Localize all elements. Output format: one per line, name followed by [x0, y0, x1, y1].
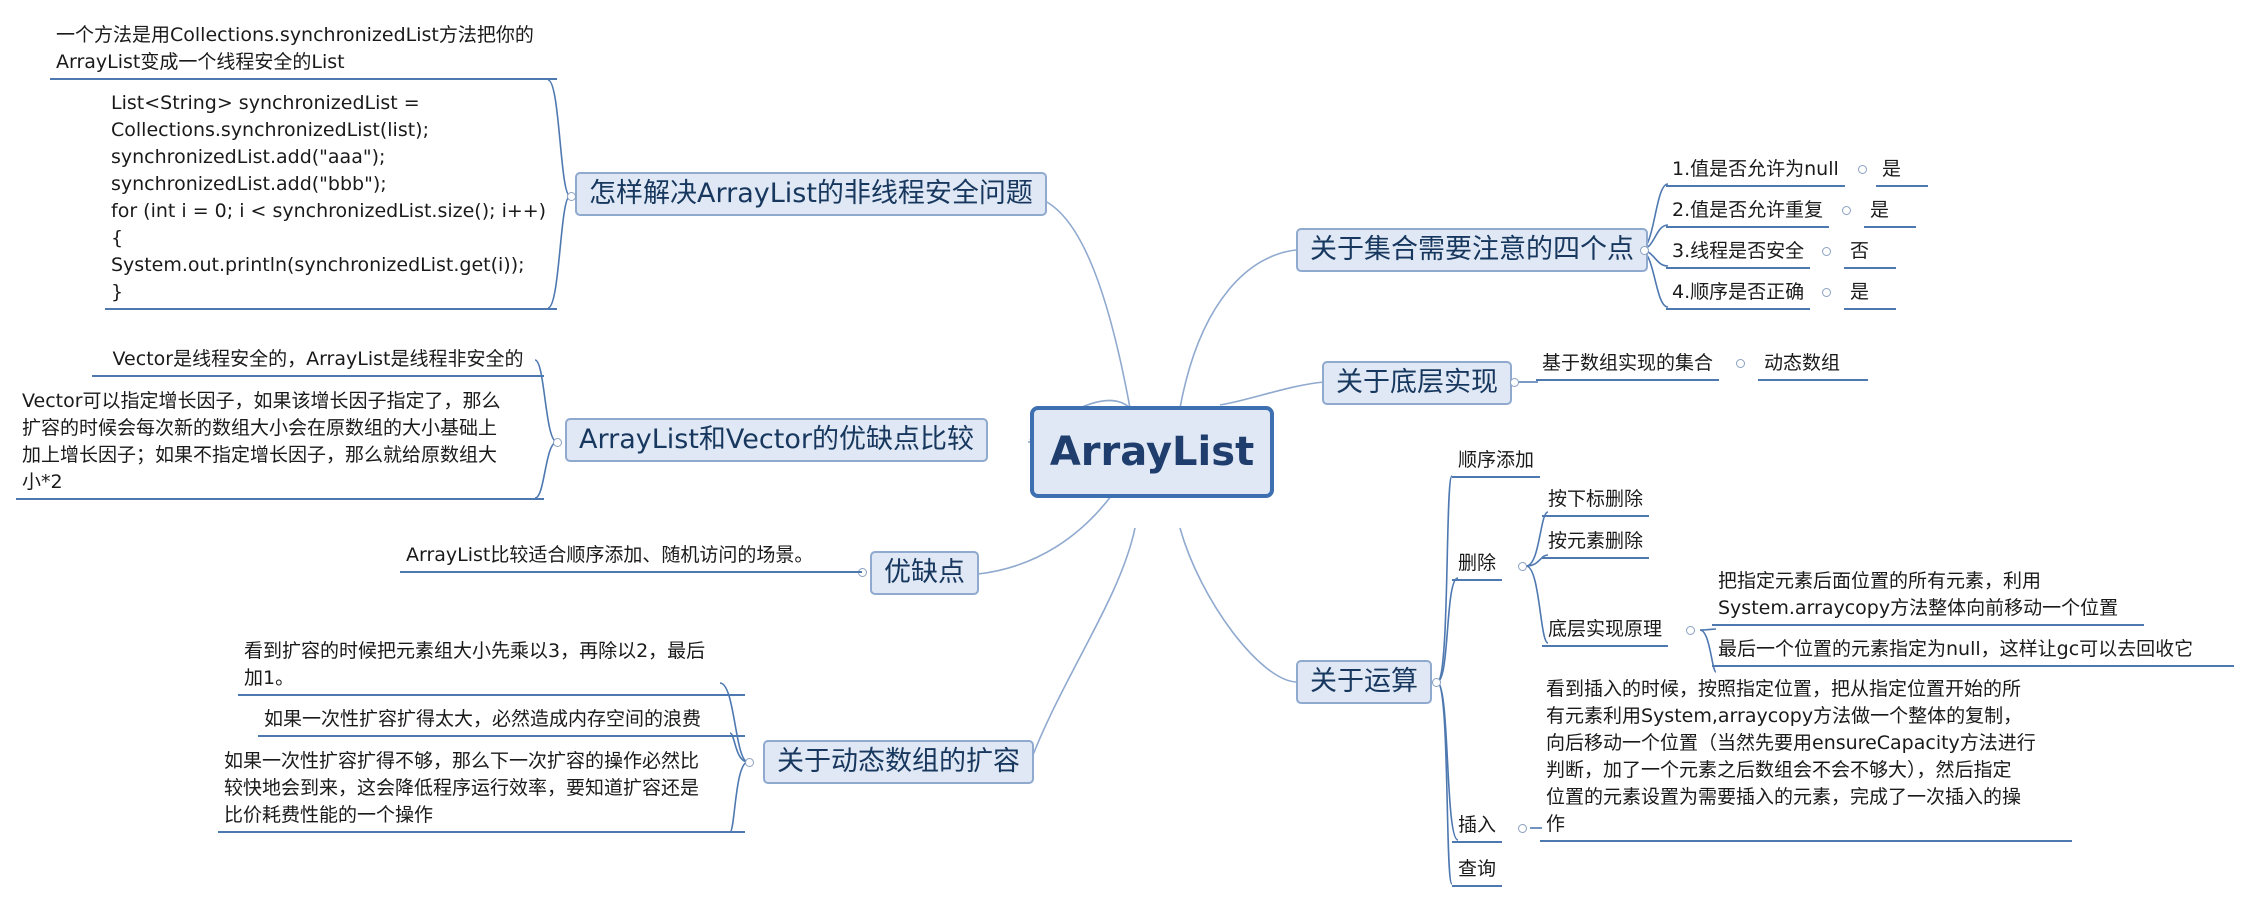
thread-safety-title: 怎样解决ArrayList的非线程安全问题 [589, 178, 1033, 209]
thread-safety-collapse-icon[interactable] [567, 192, 576, 201]
four-points-branch[interactable]: 关于集合需要注意的四个点 [1296, 228, 1648, 272]
point-1-collapse-icon[interactable] [1858, 165, 1867, 174]
point-1-answer: 是 [1876, 156, 1928, 187]
ops-insert-detail: 看到插入的时候，按照指定位置，把从指定位置开始的所 有元素利用System,ar… [1540, 676, 2072, 842]
pros-cons-title: 优缺点 [884, 557, 965, 588]
ops-branch[interactable]: 关于运算 [1296, 660, 1432, 704]
expansion-item-3: 如果一次性扩容扩得不够，那么下一次扩容的操作必然比 较快地会到来，这会降低程序运… [218, 748, 745, 833]
point-4-collapse-icon[interactable] [1822, 288, 1831, 297]
point-4-question: 4.顺序是否正确 [1666, 279, 1811, 310]
impl-title: 关于底层实现 [1336, 367, 1498, 398]
ops-principle-detail-2: 最后一个位置的元素指定为null，这样让gc可以去回收它 [1712, 636, 2234, 667]
ops-title: 关于运算 [1310, 666, 1418, 697]
impl-collapse-icon[interactable] [1510, 378, 1519, 387]
compare-collapse-icon[interactable] [553, 438, 562, 447]
impl-value: 动态数组 [1758, 350, 1868, 381]
compare-item-1: Vector是线程安全的，ArrayList是线程非安全的 [92, 346, 544, 377]
ops-delete-by-element: 按元素删除 [1542, 528, 1650, 559]
expansion-collapse-icon[interactable] [745, 758, 754, 767]
compare-item-2: Vector可以指定增长因子，如果该增长因子指定了，那么 扩容的时候会每次新的数… [16, 388, 544, 500]
expansion-item-2: 如果一次性扩容扩得太大，必然造成内存空间的浪费 [258, 706, 745, 737]
root-node[interactable]: ArrayList [1030, 406, 1274, 498]
impl-item-collapse-icon[interactable] [1736, 359, 1745, 368]
thread-safety-note: 一个方法是用Collections.synchronizedList方法把你的 … [50, 22, 557, 80]
point-3-question: 3.线程是否安全 [1666, 238, 1811, 269]
expansion-item-1: 看到扩容的时候把元素组大小先乘以3，再除以2，最后 加1。 [238, 638, 745, 696]
impl-item: 基于数组实现的集合 [1536, 350, 1720, 381]
expansion-title: 关于动态数组的扩容 [777, 746, 1020, 777]
point-4-answer: 是 [1844, 279, 1896, 310]
expansion-branch[interactable]: 关于动态数组的扩容 [763, 740, 1034, 784]
impl-branch[interactable]: 关于底层实现 [1322, 361, 1512, 405]
ops-delete-collapse-icon[interactable] [1518, 562, 1527, 571]
ops-delete-by-index: 按下标删除 [1542, 486, 1650, 517]
root-label: ArrayList [1049, 429, 1255, 475]
ops-query: 查询 [1452, 856, 1503, 887]
point-3-collapse-icon[interactable] [1822, 247, 1831, 256]
pros-cons-branch[interactable]: 优缺点 [870, 551, 979, 595]
ops-seq-add: 顺序添加 [1452, 447, 1541, 478]
pros-cons-item: ArrayList比较适合顺序添加、随机访问的场景。 [400, 542, 862, 573]
ops-insert-collapse-icon[interactable] [1518, 824, 1527, 833]
compare-branch[interactable]: ArrayList和Vector的优缺点比较 [565, 418, 988, 462]
ops-delete-label: 删除 [1452, 550, 1503, 581]
four-points-collapse-icon[interactable] [1640, 246, 1649, 255]
ops-insert-label: 插入 [1452, 812, 1503, 843]
point-2-answer: 是 [1864, 197, 1916, 228]
thread-safety-code: List<String> synchronizedList = Collecti… [105, 90, 557, 310]
thread-safety-branch[interactable]: 怎样解决ArrayList的非线程安全问题 [575, 172, 1047, 216]
point-1-question: 1.值是否允许为null [1666, 156, 1845, 187]
ops-delete-principle: 底层实现原理 [1542, 616, 1669, 647]
point-2-question: 2.值是否允许重复 [1666, 197, 1830, 228]
ops-principle-detail-1: 把指定元素后面位置的所有元素，利用 System.arraycopy方法整体向前… [1712, 568, 2144, 626]
four-points-title: 关于集合需要注意的四个点 [1310, 234, 1634, 265]
compare-title: ArrayList和Vector的优缺点比较 [579, 424, 974, 455]
point-3-answer: 否 [1844, 238, 1896, 269]
ops-principle-collapse-icon[interactable] [1686, 626, 1695, 635]
ops-collapse-icon[interactable] [1432, 678, 1441, 687]
point-2-collapse-icon[interactable] [1842, 206, 1851, 215]
